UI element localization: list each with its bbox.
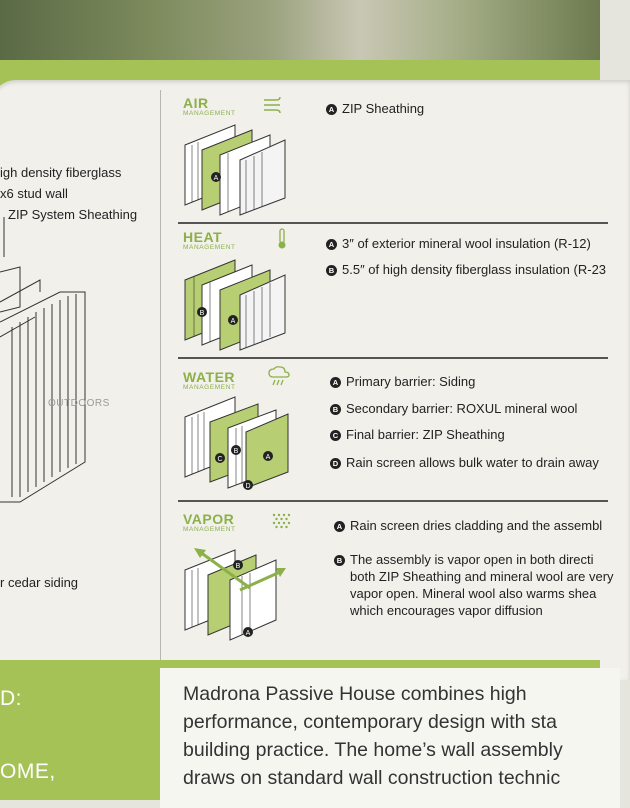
svg-text:A: A	[214, 175, 219, 182]
heat-title: HEAT	[183, 229, 223, 245]
air-subtitle: MANAGEMENT	[183, 110, 236, 117]
svg-text:B: B	[234, 448, 239, 455]
water-item-a: A Primary barrier: Siding	[330, 374, 475, 389]
vapor-line-3: which encourages vapor diffusion	[350, 603, 543, 618]
water-title: WATER	[183, 369, 236, 385]
vapor-title: VAPOR	[183, 511, 235, 527]
info-panel	[0, 80, 630, 680]
left-label-fiberglass: igh density fiberglass	[0, 165, 122, 180]
badge-a: A	[326, 239, 337, 251]
svg-text:A: A	[246, 630, 251, 637]
badge-a: A	[326, 104, 337, 116]
svg-text:A: A	[231, 318, 236, 325]
water-item-b-text: Secondary barrier: ROXUL mineral wool	[346, 401, 578, 416]
section-divider	[178, 357, 608, 359]
badge-b: B	[326, 265, 337, 277]
water-subtitle: MANAGEMENT	[183, 384, 236, 391]
section-divider	[178, 222, 608, 224]
water-item-a-text: Primary barrier: Siding	[346, 374, 476, 389]
svg-text:D: D	[245, 483, 250, 490]
divider	[160, 90, 161, 670]
svg-text:B: B	[200, 310, 205, 317]
badge-a: A	[330, 377, 341, 389]
svg-text:B: B	[236, 563, 241, 570]
wall-section-diagram	[0, 217, 86, 503]
left-label-stud: x6 stud wall	[0, 186, 68, 201]
left-bottom-line-1: D:	[0, 687, 22, 710]
water-item-b: B Secondary barrier: ROXUL mineral wool	[330, 401, 577, 416]
badge-a: A	[334, 521, 345, 533]
bottom-text-panel	[160, 668, 620, 808]
air-title: AIR	[183, 95, 209, 111]
badge-b: B	[334, 555, 345, 567]
water-item-c: C Final barrier: ZIP Sheathing	[330, 427, 505, 442]
vapor-item-b: B The assembly is vapor open in both dire…	[334, 552, 594, 567]
wind-icon	[264, 96, 281, 114]
heat-wall-diagram: B A	[184, 259, 286, 351]
left-label-siding: r cedar siding	[0, 575, 79, 590]
description-paragraph: Madrona Passive House combines high perf…	[183, 683, 563, 789]
landscape-photo	[0, 0, 600, 70]
dots-grid-icon	[272, 513, 291, 529]
vapor-item-a-text: Rain screen dries cladding and the assem…	[350, 518, 603, 533]
badge-b: B	[330, 404, 341, 416]
left-label-zip: ZIP System Sheathing	[8, 207, 138, 222]
vapor-item-a: A Rain screen dries cladding and the asse…	[334, 518, 602, 533]
vapor-wall-diagram: B A	[184, 548, 286, 641]
svg-text:C: C	[217, 456, 222, 463]
water-wall-diagram: C B A D	[184, 396, 289, 490]
vapor-line-2: vapor open. Mineral wool also warms shea	[350, 586, 597, 601]
heat-item-a-text: 3″ of exterior mineral wool insulation (…	[342, 236, 591, 251]
water-item-c-text: Final barrier: ZIP Sheathing	[346, 427, 505, 442]
heat-subtitle: MANAGEMENT	[183, 244, 236, 251]
water-item-d: D Rain screen allows bulk water to drain …	[330, 455, 599, 470]
water-item-d-text: Rain screen allows bulk water to drain a…	[346, 455, 599, 470]
heat-item-b: B 5.5″ of high density fiberglass insulat…	[326, 262, 606, 277]
left-bottom-line-2: OME,	[0, 760, 56, 783]
heat-item-a: A 3″ of exterior mineral wool insulation …	[326, 236, 591, 251]
thermometer-icon	[278, 228, 286, 249]
vapor-line-1: both ZIP Sheathing and mineral wool are …	[350, 569, 614, 584]
svg-text:A: A	[266, 454, 271, 461]
outdoors-label: OUTDOORS	[48, 398, 110, 409]
section-divider	[178, 500, 608, 502]
vapor-item-b-text: The assembly is vapor open in both direc…	[350, 552, 594, 567]
air-item-a-text: ZIP Sheathing	[342, 101, 425, 116]
badge-c: C	[330, 430, 341, 442]
air-item-a: A ZIP Sheathing	[326, 101, 424, 116]
vapor-subtitle: MANAGEMENT	[183, 526, 236, 533]
badge-d: D	[330, 458, 341, 470]
rain-cloud-icon	[268, 366, 290, 386]
air-wall-diagram: A	[184, 124, 286, 216]
heat-item-b-text: 5.5″ of high density fiberglass insulati…	[342, 262, 607, 277]
